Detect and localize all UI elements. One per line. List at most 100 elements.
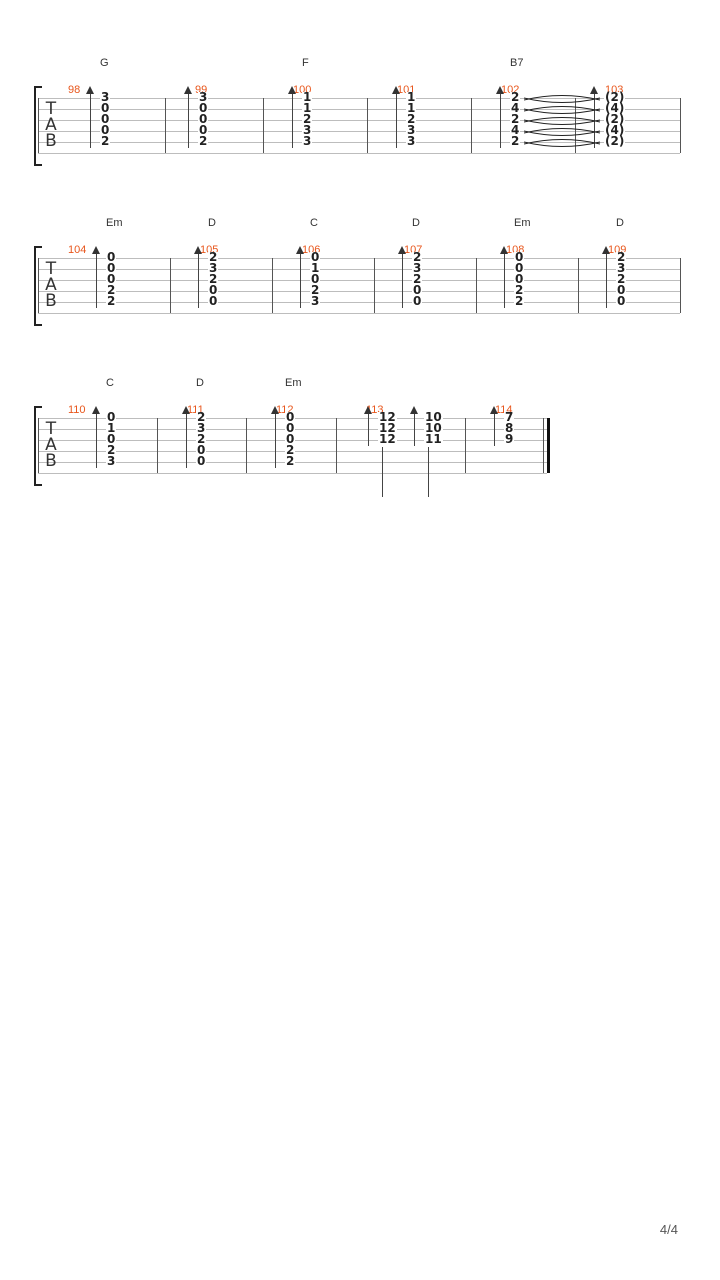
fret-number: 0 <box>106 432 117 446</box>
fret-number: 0 <box>100 101 111 115</box>
barline <box>336 418 337 473</box>
barline <box>246 418 247 473</box>
system-bracket <box>34 86 42 166</box>
fret-number: 2 <box>106 443 117 457</box>
strum-up-arrow-icon <box>271 406 279 414</box>
barline <box>157 418 158 473</box>
staff-line <box>38 109 680 110</box>
note-stem-down <box>428 447 429 497</box>
fret-number: 0 <box>616 283 627 297</box>
strum-up-arrow-icon <box>92 406 100 414</box>
fret-number: 0 <box>310 272 321 286</box>
barline <box>367 98 368 153</box>
fret-number: 0 <box>100 112 111 126</box>
fret-number: 2 <box>514 294 525 308</box>
strum-up-arrow-icon <box>364 406 372 414</box>
fret-number: 1 <box>302 101 313 115</box>
strum-up-arrow-icon <box>86 86 94 94</box>
fret-number: 2 <box>510 90 521 104</box>
page-number: 4/4 <box>659 1222 678 1237</box>
barline <box>575 98 576 153</box>
fret-number: 4 <box>510 101 521 115</box>
fret-number: 0 <box>198 112 209 126</box>
fret-number: 0 <box>514 261 525 275</box>
fret-number: 3 <box>406 134 417 148</box>
barline <box>165 98 166 153</box>
fret-number: 11 <box>424 432 443 446</box>
tie-arc <box>524 97 601 103</box>
fret-number: 0 <box>196 443 207 457</box>
fret-number: 0 <box>198 101 209 115</box>
strum-up-arrow-icon <box>490 406 498 414</box>
fret-number: 2 <box>616 272 627 286</box>
fret-number: 2 <box>510 112 521 126</box>
measure-number: 98 <box>68 84 81 96</box>
fret-number: 2 <box>406 112 417 126</box>
strum-stem <box>90 94 91 148</box>
chord-name: D <box>412 217 420 229</box>
barline <box>38 418 39 473</box>
strum-stem <box>500 94 501 148</box>
tie-arc <box>524 139 601 145</box>
fret-number: 2 <box>196 432 207 446</box>
strum-up-arrow-icon <box>602 246 610 254</box>
staff-line <box>38 258 680 259</box>
staff-line <box>38 473 547 474</box>
barline <box>170 258 171 313</box>
fret-number: 2 <box>514 283 525 297</box>
strum-up-arrow-icon <box>296 246 304 254</box>
fret-number: 0 <box>106 272 117 286</box>
strum-up-arrow-icon <box>184 86 192 94</box>
barline <box>374 258 375 313</box>
strum-stem <box>414 414 415 446</box>
fret-number: 2 <box>106 294 117 308</box>
barline <box>471 98 472 153</box>
fret-number: 2 <box>302 112 313 126</box>
fret-number: 0 <box>412 294 423 308</box>
strum-up-arrow-icon <box>92 246 100 254</box>
fret-number: 2 <box>412 272 423 286</box>
system-bracket <box>34 246 42 326</box>
strum-stem <box>300 254 301 308</box>
tie-arc <box>524 128 601 134</box>
strum-stem <box>188 94 189 148</box>
staff-line <box>38 280 680 281</box>
strum-up-arrow-icon <box>500 246 508 254</box>
fret-number: (2) <box>604 112 626 126</box>
barline <box>680 258 681 313</box>
strum-up-arrow-icon <box>410 406 418 414</box>
note-stem-down <box>382 447 383 497</box>
fret-number: 2 <box>412 250 423 264</box>
system-bracket <box>34 406 42 486</box>
fret-number: 1 <box>310 261 321 275</box>
strum-up-arrow-icon <box>392 86 400 94</box>
strum-up-arrow-icon <box>398 246 406 254</box>
fret-number: (4) <box>604 123 626 137</box>
fret-number: 3 <box>100 90 111 104</box>
staff-line <box>38 131 680 132</box>
fret-number: 0 <box>198 123 209 137</box>
tie-arc <box>524 119 601 125</box>
fret-number: 2 <box>208 272 219 286</box>
tie-arcs <box>524 95 601 147</box>
final-barline-thin <box>543 418 544 473</box>
fret-number: 0 <box>514 250 525 264</box>
barline <box>38 98 39 153</box>
fret-number: 2 <box>208 250 219 264</box>
strum-up-arrow-icon <box>590 86 598 94</box>
strum-stem <box>402 254 403 308</box>
fret-number: 12 <box>378 421 397 435</box>
chord-name: F <box>302 57 309 69</box>
strum-stem <box>494 414 495 446</box>
chord-name: Em <box>514 217 531 229</box>
fret-number: 3 <box>616 261 627 275</box>
strum-up-arrow-icon <box>182 406 190 414</box>
barline <box>476 258 477 313</box>
fret-number: 12 <box>378 432 397 446</box>
fret-number: 7 <box>504 410 515 424</box>
strum-stem <box>96 414 97 468</box>
chord-name: D <box>208 217 216 229</box>
strum-stem <box>606 254 607 308</box>
fret-number: 12 <box>378 410 397 424</box>
